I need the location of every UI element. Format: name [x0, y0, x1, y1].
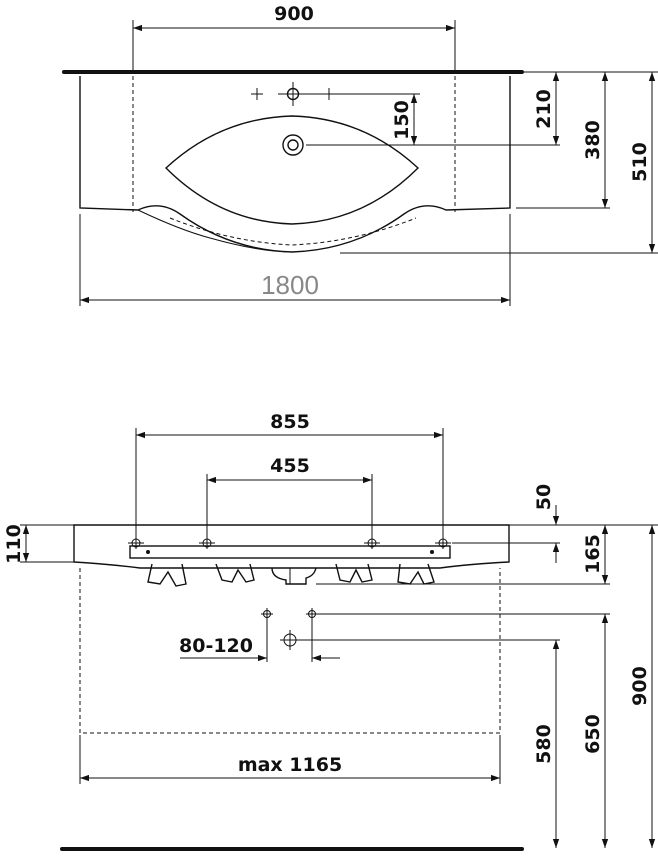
- top-view: 900 150 210 380 510 1800: [62, 3, 658, 306]
- drain-mark: [280, 630, 300, 650]
- dim-210: 210: [533, 89, 555, 129]
- drain-trap: [271, 567, 317, 585]
- dim-1800: 1800: [261, 270, 319, 300]
- drain-outer: [282, 134, 304, 156]
- rail-hole-right: [430, 550, 434, 554]
- dim-50: 50: [533, 484, 555, 510]
- bracket-1: [147, 563, 187, 587]
- dim-580: 580: [533, 724, 555, 764]
- mounting-hole-2: [199, 537, 215, 549]
- rail-hole-left: [146, 550, 150, 554]
- bowl-outline: [164, 115, 420, 225]
- countertop-front: [73, 524, 510, 569]
- dim-max-1165: max 1165: [238, 754, 342, 776]
- dim-855: 855: [270, 411, 310, 433]
- dim-80-120: 80-120: [179, 635, 253, 657]
- dim-150: 150: [391, 100, 413, 140]
- mounting-rail: [129, 545, 451, 559]
- bracket-4: [397, 563, 435, 585]
- bracket-3: [335, 563, 373, 583]
- dim-510: 510: [629, 142, 651, 182]
- mounting-hole-1: [128, 537, 144, 549]
- dim-900-v: 900: [629, 666, 651, 706]
- supply-mark-right: [306, 608, 318, 620]
- dim-380: 380: [582, 120, 604, 160]
- basin-front-curve: [137, 209, 293, 253]
- bracket-2: [215, 563, 255, 583]
- basin-outline: [79, 76, 511, 253]
- drain-inner: [287, 139, 299, 151]
- dim-650: 650: [582, 714, 604, 754]
- dim-110: 110: [3, 524, 25, 564]
- mounting-hole-4: [435, 537, 451, 549]
- dim-900-top: 900: [274, 3, 314, 25]
- front-view: 855 455: [3, 411, 658, 851]
- supply-mark-left: [261, 608, 273, 620]
- dim-455: 455: [270, 455, 310, 477]
- dim-165: 165: [582, 534, 604, 574]
- basin-front-curve-shade: [169, 217, 417, 246]
- mounting-hole-3: [364, 537, 380, 549]
- vanity-outline: [79, 568, 501, 734]
